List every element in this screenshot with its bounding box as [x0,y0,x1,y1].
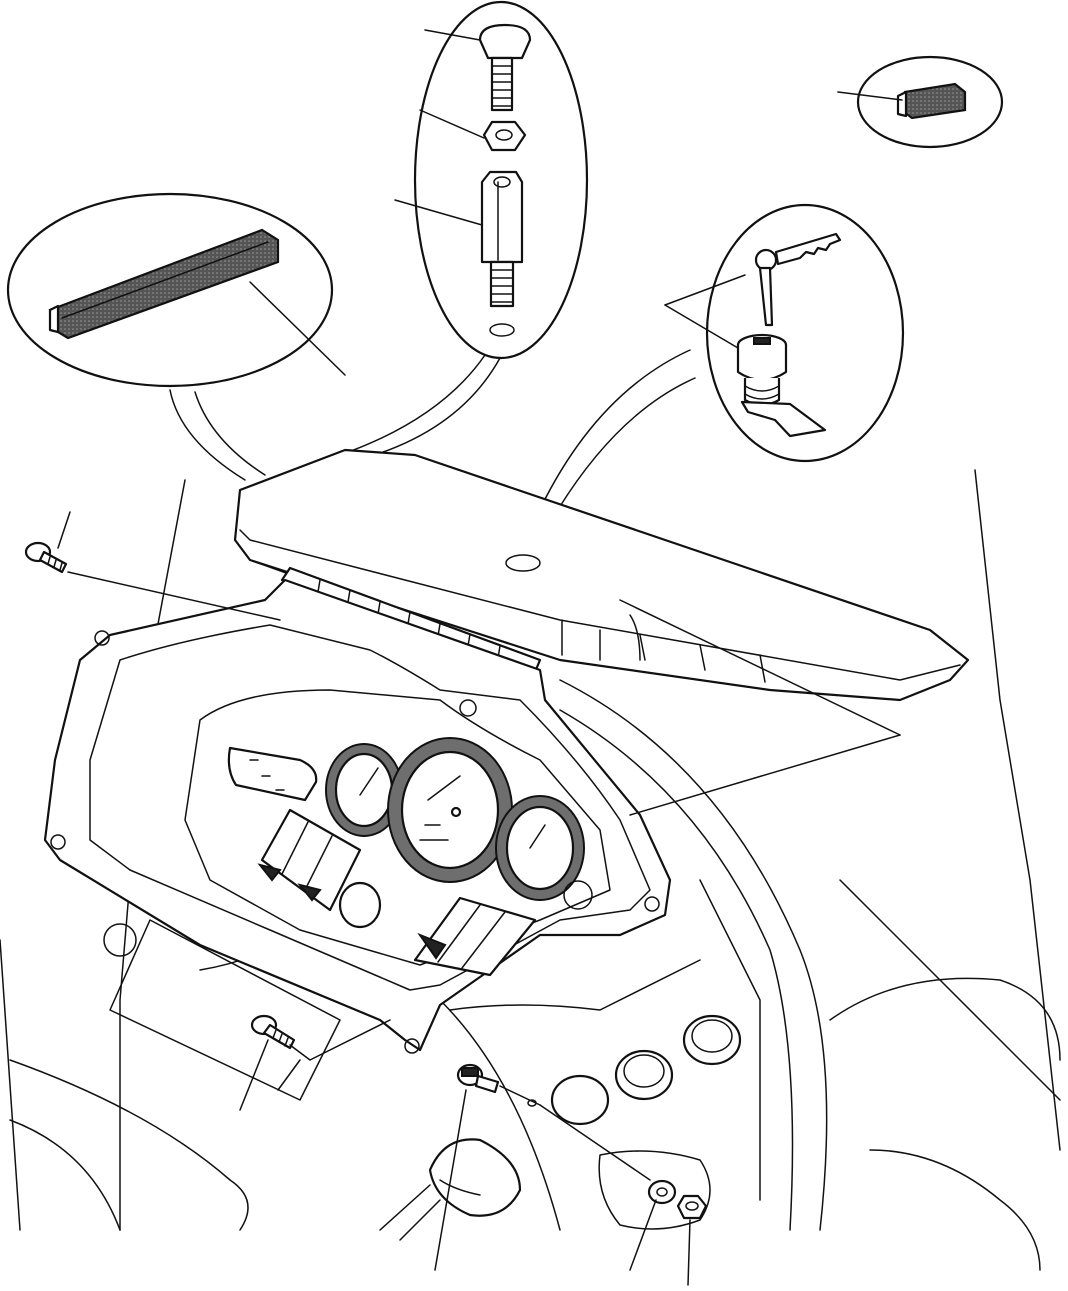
screw-lower-left [239,1014,391,1111]
small-gauge-left [325,743,403,837]
lock-inset [519,203,905,561]
washer [489,323,515,337]
bolt-center [434,1063,651,1271]
lid [233,448,970,702]
nut-lower [676,1194,708,1286]
threaded-rod [490,56,514,112]
lid-leader-line [619,599,901,736]
cap [478,23,532,60]
spacer-bushing [480,170,524,308]
mounting-hardware-inset [339,0,589,459]
round-switch-cluster [550,1014,742,1126]
edge-trim-strip-inset [6,192,346,481]
screw-top-left [24,511,281,621]
lock-cylinder [736,333,827,438]
key [754,232,842,327]
rocker-switches-left [257,808,362,912]
rocker-switches-right [413,896,537,977]
washer-lower [629,1179,677,1271]
edge-trim-clip-inset [837,55,1004,149]
speedometer [387,737,513,883]
gauge-cluster [184,689,611,977]
nut [482,120,527,152]
bezel-leader-line [629,734,901,816]
small-gauge-right [495,795,585,901]
